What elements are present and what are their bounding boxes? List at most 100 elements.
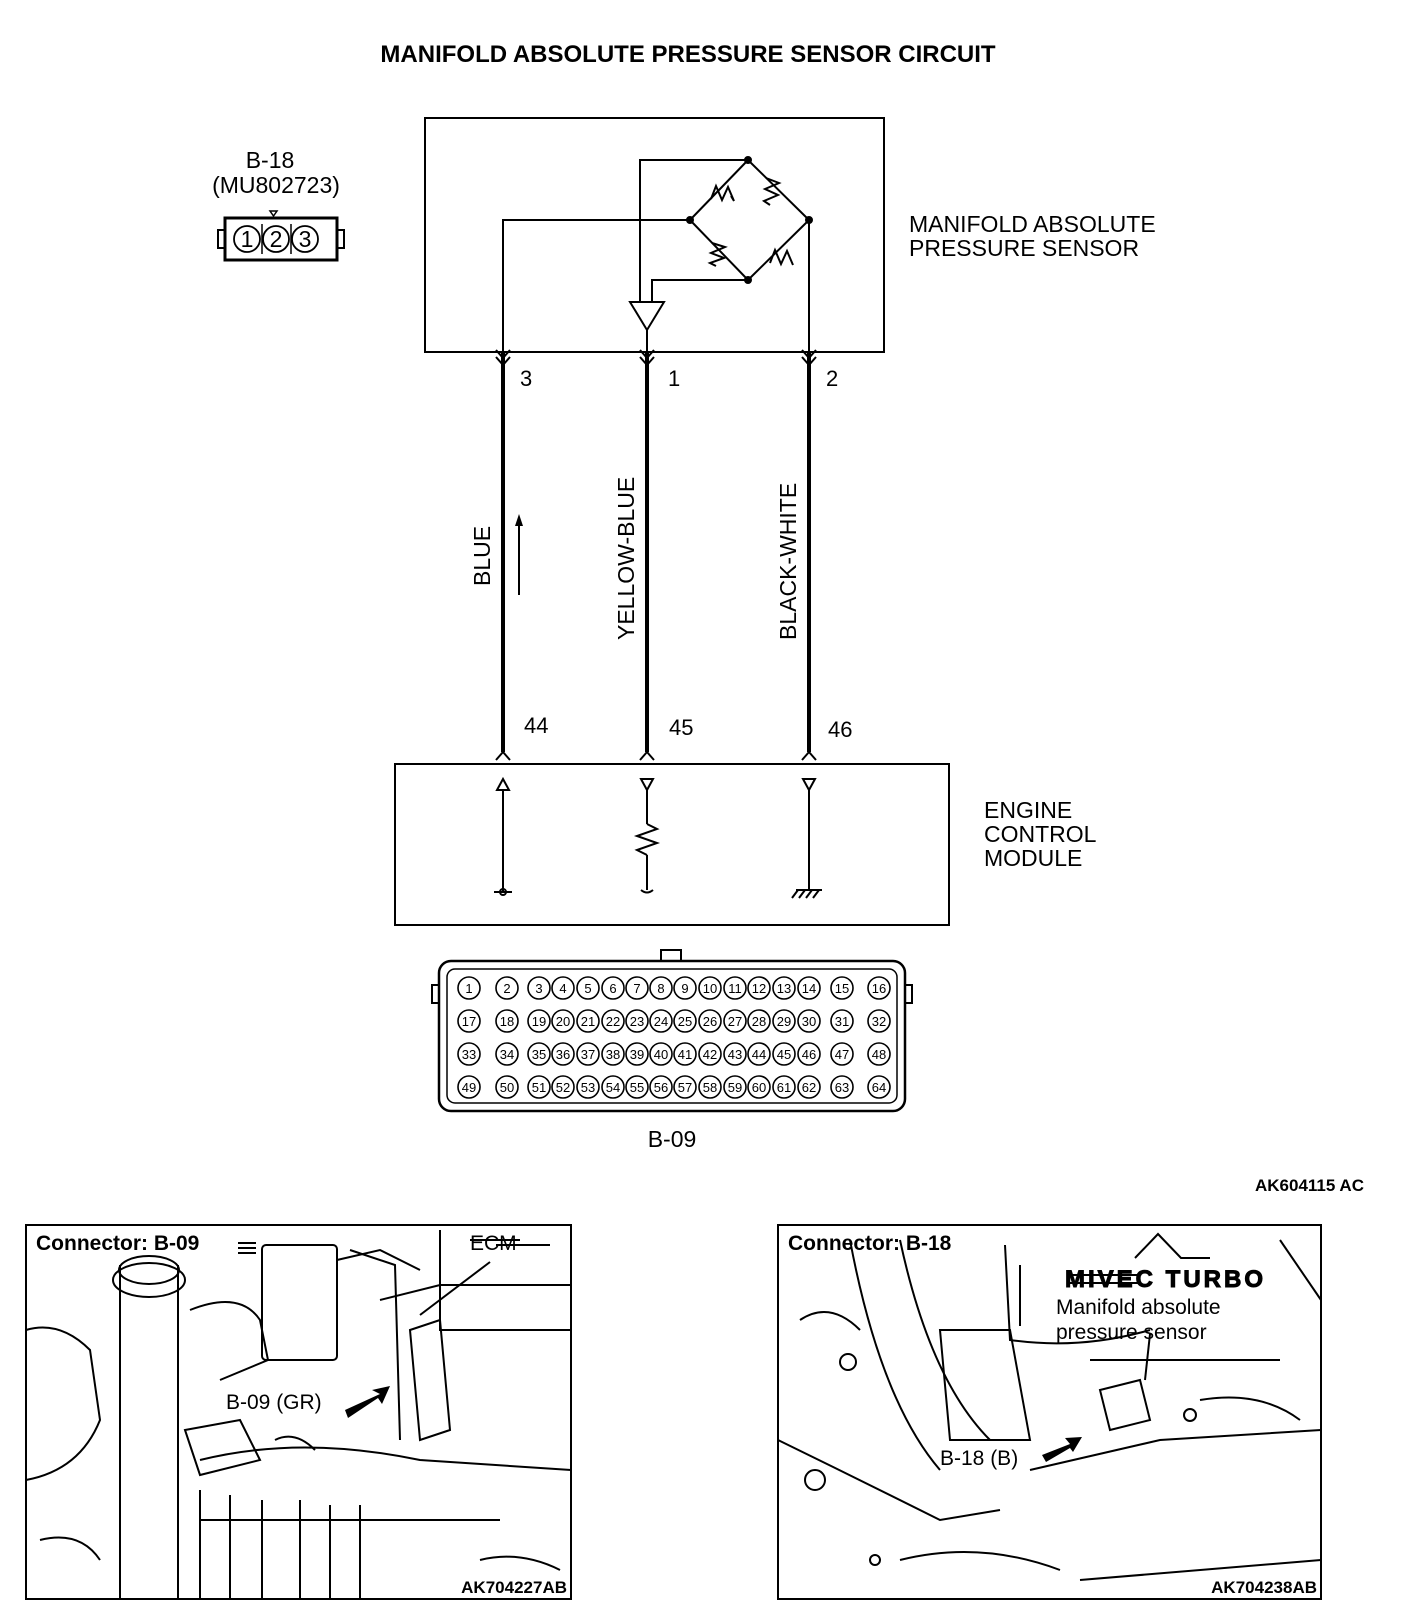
ecm-connector-pin-circle	[673, 1075, 697, 1099]
ecm-connector-pin: 46	[802, 1047, 816, 1062]
ecm-connector-pin: 63	[835, 1080, 849, 1095]
ecm-connector-pin: 48	[872, 1047, 886, 1062]
ecm-connector-pin: 52	[556, 1080, 570, 1095]
ecm-connector-pin-circle	[649, 1009, 673, 1033]
ecm-connector-pin: 43	[728, 1047, 742, 1062]
ecm-connector-pin-circle	[723, 1009, 747, 1033]
ecm-connector-pin-circle	[551, 1009, 575, 1033]
ecm-connector-pin: 11	[728, 981, 742, 996]
ecm-connector-pin-circle	[625, 1009, 649, 1033]
ecm-connector-pin: 54	[606, 1080, 620, 1095]
wire-ecm-pin: 45	[669, 715, 693, 740]
ecm-connector-pin: 5	[584, 981, 591, 996]
ecm-connector-pin: 7	[633, 981, 640, 996]
ecm-connector-pin: 55	[630, 1080, 644, 1095]
photo-right-frame	[777, 1224, 1322, 1600]
ecm-connector-pin: 22	[606, 1014, 620, 1029]
sensor-label-line1: MANIFOLD ABSOLUTE	[909, 211, 1156, 237]
ecm-connector-pin-circle	[747, 1075, 771, 1099]
photo-right-connector-label: B-18 (B)	[940, 1447, 1018, 1470]
ecm-connector-pin-circle	[457, 976, 481, 1000]
ecm-connector-pin-circle	[457, 1009, 481, 1033]
ecm-connector-pin: 53	[581, 1080, 595, 1095]
ecm-connector-pin: 24	[654, 1014, 668, 1029]
ecm-connector-pin: 4	[559, 981, 566, 996]
photo-left-reference: AK704227AB	[461, 1578, 567, 1597]
ecm-connector-pin: 29	[777, 1014, 791, 1029]
ecm-connector-pin-circle	[698, 1075, 722, 1099]
wire-sensor-pin: 2	[826, 366, 838, 391]
ecm-connector-pin: 45	[777, 1047, 791, 1062]
ecm-connector-pin: 6	[609, 981, 616, 996]
ecm-connector-pin: 49	[462, 1080, 476, 1095]
ecm-connector-pin: 26	[703, 1014, 717, 1029]
ecm-connector-pin: 34	[500, 1047, 514, 1062]
photo-right-reference: AK704238AB	[1211, 1578, 1317, 1597]
ecm-connector-pin-circle	[625, 1075, 649, 1099]
ecm-connector-pin: 23	[630, 1014, 644, 1029]
ecm-connector-pin-circle	[649, 976, 673, 1000]
ecm-connector-pin-circle	[772, 1009, 796, 1033]
ecm-connector-pin: 38	[606, 1047, 620, 1062]
wire-ecm-pin: 46	[828, 717, 852, 742]
ecm-connector-pin: 19	[532, 1014, 546, 1029]
ecm-connector-pin: 20	[556, 1014, 570, 1029]
ecm-connector-pin: 37	[581, 1047, 595, 1062]
sensor-connector-pin: 3	[299, 226, 312, 252]
ecm-connector-pin: 42	[703, 1047, 717, 1062]
ecm-connector-pin: 16	[872, 981, 886, 996]
harness-wires: 3 1 2 BLUE YELLOW-BLUE BLACK-WHITE 44 45…	[469, 349, 852, 761]
ecm-connector-pin: 12	[752, 981, 766, 996]
wire-sensor-pin: 1	[668, 366, 680, 391]
ecm-connector-pin: 39	[630, 1047, 644, 1062]
ecm-connector-pin-circle	[495, 1075, 519, 1099]
ecm-connector-pin-circle	[723, 1075, 747, 1099]
ecm-connector-pin-circle	[601, 976, 625, 1000]
ecm-connector-pin-circle	[551, 1075, 575, 1099]
wire-color-label: BLUE	[469, 526, 495, 586]
ecm-connector-pin-circle	[457, 1075, 481, 1099]
ecm-box	[394, 763, 950, 926]
ecm-connector-pin-circle	[527, 976, 551, 1000]
ecm-connector-pin-circle	[495, 1009, 519, 1033]
ecm-connector-pin-circle	[625, 1042, 649, 1066]
ecm-connector-pin: 8	[657, 981, 664, 996]
ecm-connector-pin: 64	[872, 1080, 886, 1095]
ecm-connector-pin-circle	[772, 976, 796, 1000]
ecm-connector-pin: 60	[752, 1080, 766, 1095]
ecm-connector-pin: 57	[678, 1080, 692, 1095]
photo-right-logo: MIVEC TURBO	[1065, 1266, 1266, 1293]
ecm-connector-pin: 10	[703, 981, 717, 996]
ecm-connector-pin-circle	[797, 1075, 821, 1099]
ecm-connector-pin-circle	[867, 976, 891, 1000]
ecm-connector-pin-circle	[601, 1042, 625, 1066]
ecm-connector-pin-circle	[698, 976, 722, 1000]
map-sensor: MANIFOLD ABSOLUTE PRESSURE SENSOR	[424, 117, 1156, 353]
ecm-connector-pin-circle	[457, 1042, 481, 1066]
ecm-connector-pin: 40	[654, 1047, 668, 1062]
wire-color-label: YELLOW-BLUE	[613, 477, 639, 640]
sensor-connector-id: B-18	[246, 147, 295, 173]
ecm-connector-pin-circle	[576, 1009, 600, 1033]
ecm-connector-pin-circle	[747, 1042, 771, 1066]
ecm-connector-pin-circle	[576, 1042, 600, 1066]
sensor-label-line2: PRESSURE SENSOR	[909, 235, 1139, 261]
ecm-connector-pin-circle	[673, 1009, 697, 1033]
ecm: ENGINE CONTROL MODULE	[394, 763, 1097, 926]
diagram-title: MANIFOLD ABSOLUTE PRESSURE SENSOR CIRCUI…	[380, 41, 995, 68]
ecm-connector-pin: 15	[835, 981, 849, 996]
diagram-reference: AK604115 AC	[1255, 1176, 1364, 1195]
sensor-connector-part: (MU802723)	[212, 172, 340, 198]
arrow-icon	[345, 1386, 390, 1418]
photo-right-title: Connector: B-18	[788, 1232, 952, 1255]
arrow-icon	[1042, 1437, 1082, 1462]
ecm-connector-pin: 14	[802, 981, 816, 996]
ecm-connector-pin-circle	[527, 1009, 551, 1033]
ecm-connector-pin: 47	[835, 1047, 849, 1062]
photo-left: Connector: B-09 ECM B-09 (GR) AK704227AB	[25, 1224, 572, 1600]
engine-bay-sketch	[777, 1232, 1322, 1581]
ecm-connector-pin-circle	[867, 1042, 891, 1066]
